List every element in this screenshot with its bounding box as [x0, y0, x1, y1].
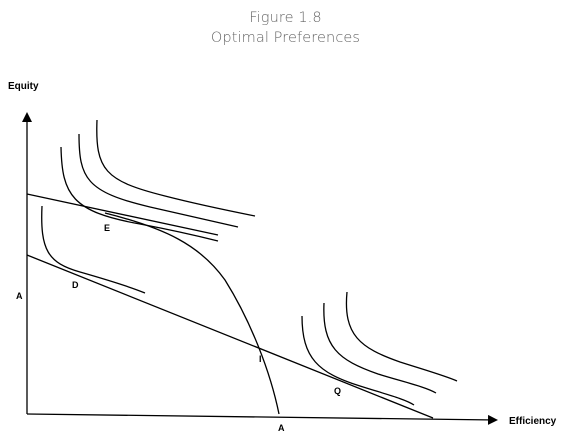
point-e-label: E: [104, 223, 110, 233]
indifference-curve-e2: [78, 133, 239, 228]
indifference-curve-e3: [96, 119, 256, 217]
lower-budget-line: [26, 254, 434, 419]
y-axis-label: Equity: [8, 81, 39, 92]
x-axis: [26, 413, 498, 425]
x-axis-label: Efficiency: [509, 416, 557, 427]
indifference-curve-q1: [301, 315, 415, 406]
indifference-curve-e1: [60, 146, 219, 242]
indifference-curve-q2: [323, 302, 437, 394]
figure-number: Figure 1.8: [249, 10, 322, 26]
upper-budget-line: [26, 193, 219, 236]
possibility-frontier: [104, 212, 280, 415]
indifference-curve-q3: [345, 291, 458, 382]
indifference-curve-d: [41, 205, 146, 294]
y-intercept-label: A: [16, 291, 23, 301]
point-q-label: Q: [334, 386, 341, 396]
figure-title: Optimal Preferences: [210, 30, 361, 46]
x-intercept-label: A: [278, 423, 285, 433]
point-i-label: I: [259, 354, 262, 364]
point-d-label: D: [72, 280, 79, 290]
